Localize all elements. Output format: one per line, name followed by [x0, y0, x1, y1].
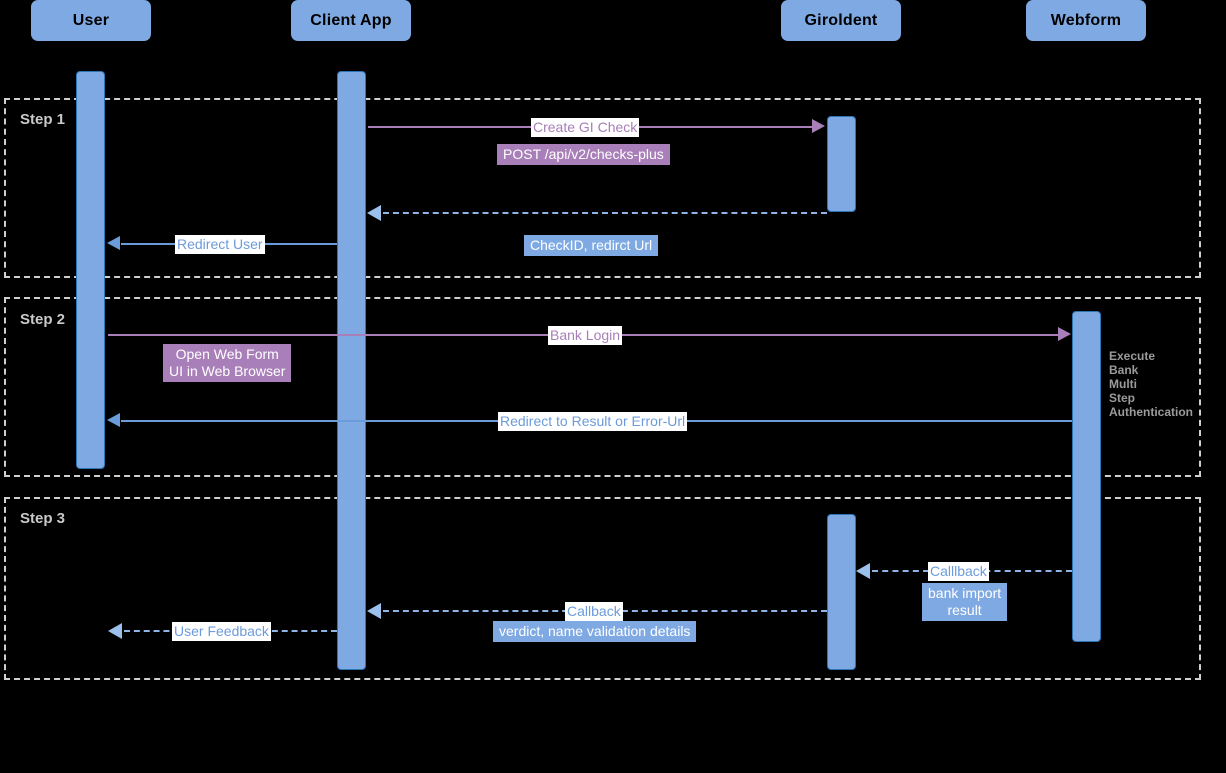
- step-label-1: Step 1: [20, 111, 66, 128]
- activation-bar-giroldent-step3: [827, 514, 856, 670]
- step-frame-2: [4, 297, 1201, 477]
- actor-label-client-app: Client App: [310, 11, 392, 29]
- arrow-head-user-feedback: [108, 623, 122, 639]
- actor-header-giroldent[interactable]: Giroldent: [781, 0, 901, 41]
- message-label-calllback-webform: Calllback: [928, 562, 989, 581]
- activation-bar-user: [76, 71, 105, 469]
- message-label-bank-login: Bank Login: [548, 326, 623, 345]
- message-label-redirect-to-result: Redirect to Result or Error-Url: [498, 412, 688, 431]
- message-label-callback-client: Callback: [565, 602, 623, 621]
- message-label-redirect-user: Redirect User: [175, 235, 265, 254]
- actor-label-giroldent: Giroldent: [804, 11, 878, 29]
- step-frame-3: [4, 497, 1201, 680]
- note-verdict-details: verdict, name validation details: [493, 621, 697, 642]
- arrow-head-bank-login: [1058, 327, 1071, 341]
- actor-header-user[interactable]: User: [31, 0, 151, 41]
- step-label-3: Step 3: [20, 510, 66, 527]
- message-label-create-gi-check: Create GI Check: [531, 118, 640, 137]
- arrow-head-redirect-user: [107, 236, 120, 250]
- activation-bar-webform: [1072, 311, 1101, 642]
- arrow-head-redirect-to-result: [107, 413, 120, 427]
- actor-label-webform: Webform: [1050, 11, 1122, 29]
- note-checkid-redirect-url: CheckID, redirct Url: [524, 235, 659, 256]
- actor-header-client-app[interactable]: Client App: [291, 0, 411, 41]
- arrow-head-calllback-webform: [856, 563, 870, 579]
- actor-header-webform[interactable]: Webform: [1026, 0, 1146, 41]
- activation-bar-client-app: [337, 71, 366, 670]
- note-post-checks-plus: POST /api/v2/checks-plus: [497, 144, 670, 165]
- message-label-user-feedback: User Feedback: [172, 622, 271, 641]
- activation-bar-giroldent-step1: [827, 116, 856, 212]
- note-execute-bank-authentication: Execute Bank Multi Step Authentication: [1109, 349, 1193, 419]
- note-bank-import-result: bank import result: [922, 583, 1008, 621]
- note-open-web-form: Open Web Form UI in Web Browser: [163, 344, 292, 382]
- arrow-head-callback-client: [367, 603, 381, 619]
- step-label-2: Step 2: [20, 311, 66, 328]
- message-line-checkid-return: [383, 212, 827, 214]
- arrow-head-create-gi-check: [812, 119, 825, 133]
- arrow-head-checkid-return: [367, 205, 381, 221]
- actor-label-user: User: [72, 11, 110, 29]
